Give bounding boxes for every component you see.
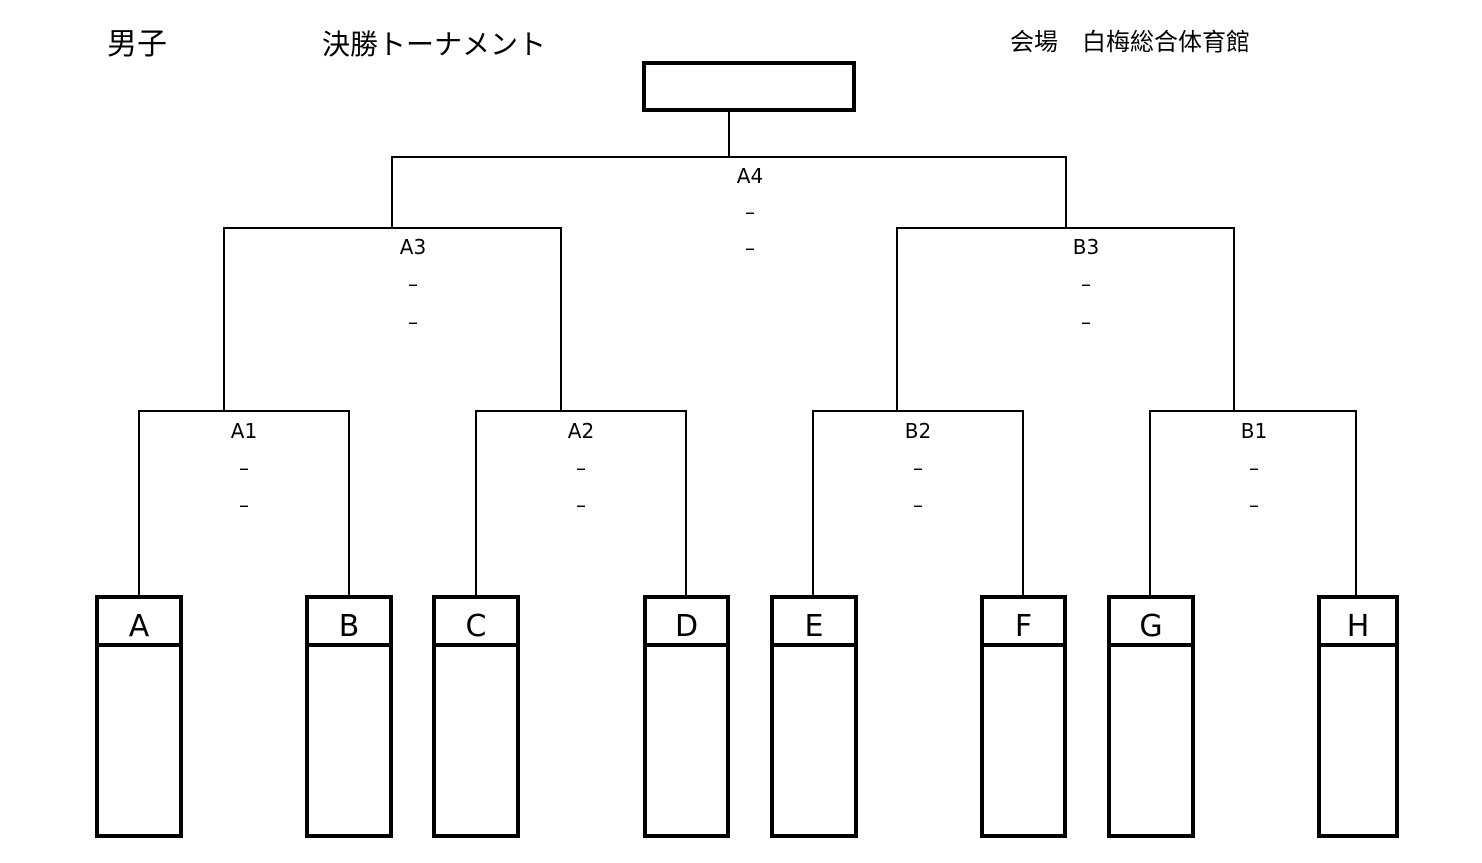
match-score: – (408, 310, 418, 334)
match-score: – (239, 456, 249, 480)
team-box-border (1107, 595, 1195, 838)
team-box-border (305, 595, 393, 838)
team-slot-label: D (675, 609, 698, 644)
match-score: – (1249, 456, 1259, 480)
team-box-border (95, 595, 183, 838)
match-score: – (1249, 493, 1259, 517)
match-score: – (1081, 272, 1091, 296)
team-box-border (770, 595, 858, 838)
match-B1: B1 – – (1241, 419, 1267, 517)
match-score: – (745, 236, 755, 260)
venue-label: 会場 白梅総合体育館 (1010, 28, 1250, 56)
bracket-lines (138, 111, 1357, 595)
match-label: B3 (1073, 235, 1099, 259)
team-box-F: F (980, 595, 1067, 838)
match-score: – (408, 272, 418, 296)
team-slot-label: G (1139, 609, 1162, 644)
match-score: – (1081, 310, 1091, 334)
team-slot-label: A (129, 609, 150, 644)
match-label: B1 (1241, 419, 1267, 443)
match-label: A2 (568, 419, 594, 443)
team-slot-label: E (805, 609, 824, 644)
champion-box (642, 61, 856, 112)
team-box-D: D (643, 595, 730, 838)
match-score: – (913, 456, 923, 480)
team-box-G: G (1107, 595, 1195, 838)
team-slot-label: B (339, 609, 360, 644)
match-label: A1 (231, 419, 257, 443)
team-box-C: C (432, 595, 520, 838)
match-A2: A2 – – (568, 419, 594, 517)
match-score: – (576, 493, 586, 517)
team-slot-label: F (1015, 609, 1032, 644)
match-score: – (239, 493, 249, 517)
match-label: B2 (905, 419, 931, 443)
match-A4: A4 – – (737, 164, 763, 260)
team-box-border (643, 595, 730, 838)
team-box-border (980, 595, 1067, 838)
match-A1: A1 – – (231, 419, 257, 517)
category-label: 男子 (107, 27, 167, 62)
team-box-B: B (305, 595, 393, 838)
team-box-H: H (1317, 595, 1399, 838)
team-box-E: E (770, 595, 858, 838)
match-B2: B2 – – (905, 419, 931, 517)
match-score: – (913, 493, 923, 517)
team-box-border (432, 595, 520, 838)
team-box-border (1317, 595, 1399, 838)
team-box-A: A (95, 595, 183, 838)
match-label: A4 (737, 164, 763, 188)
team-slot-label: C (466, 609, 487, 644)
match-score: – (745, 200, 755, 224)
match-score: – (576, 456, 586, 480)
team-slot-label: H (1347, 609, 1370, 644)
match-A3: A3 – – (400, 235, 426, 334)
match-B3: B3 – – (1073, 235, 1099, 334)
match-label: A3 (400, 235, 426, 259)
page-title: 決勝トーナメント (322, 28, 546, 61)
